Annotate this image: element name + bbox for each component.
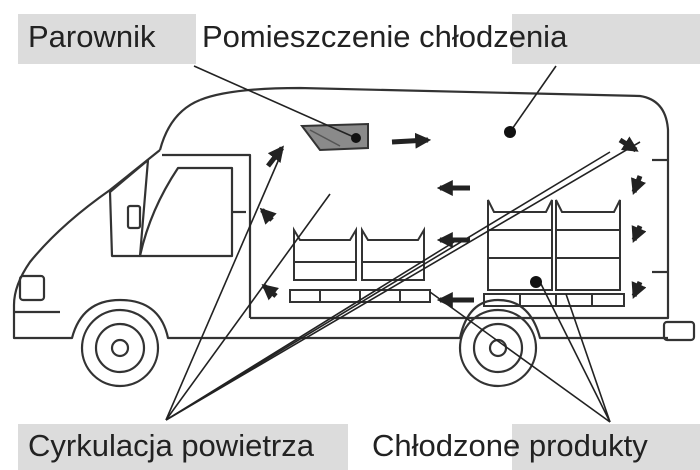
label-box-cooling-room-right xyxy=(512,14,700,64)
crates-right xyxy=(483,199,625,307)
label-box-cooled-products xyxy=(512,424,700,470)
evaporator-icon xyxy=(300,122,369,152)
crates-left xyxy=(289,226,431,303)
label-box-air-circulation xyxy=(18,424,348,470)
pointer-dot-icon xyxy=(351,126,542,288)
label-cooled-products: Chłodzone produkty xyxy=(372,428,648,463)
air-flow-arrow-icon xyxy=(259,132,647,309)
leader-lines xyxy=(165,65,641,423)
label-evaporator: Parownik xyxy=(28,19,156,54)
label-air-circulation: Cyrkulacja powietrza xyxy=(28,428,314,463)
label-cooling-room: Pomieszczenie chłodzenia xyxy=(202,19,568,54)
label-box-evaporator xyxy=(18,14,196,64)
van-icon xyxy=(12,86,696,388)
